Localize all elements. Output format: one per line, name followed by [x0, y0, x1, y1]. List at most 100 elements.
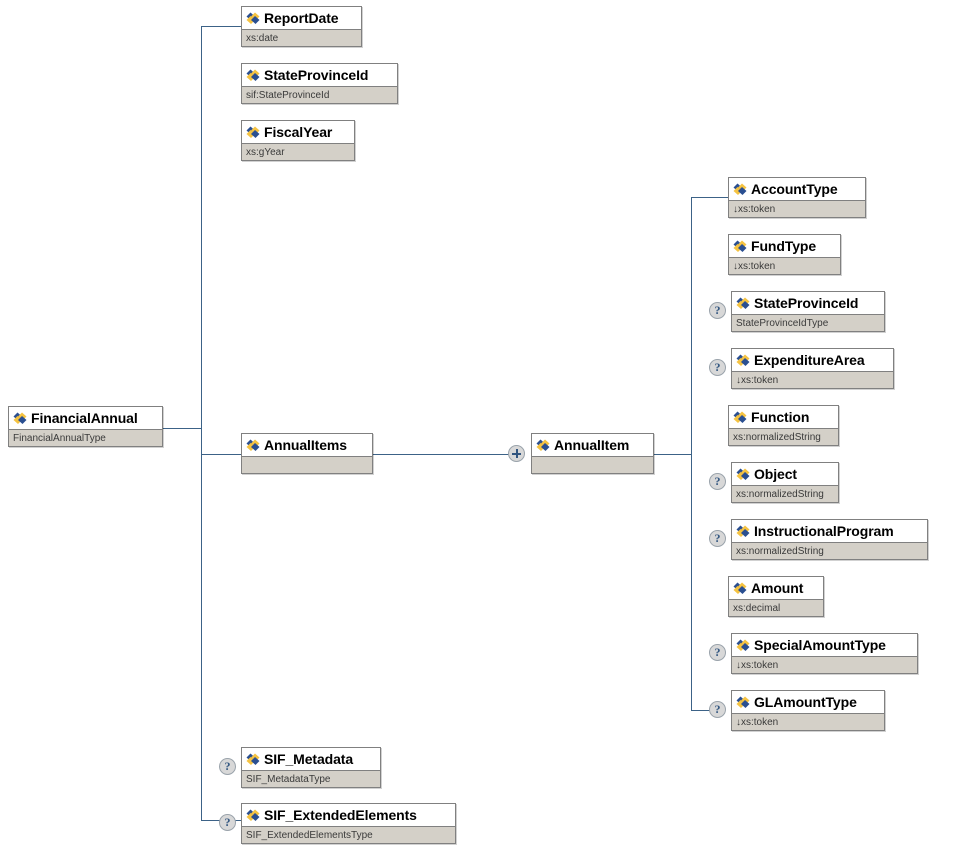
node-label: Function [751, 409, 810, 425]
node-label: SpecialAmountType [754, 637, 886, 653]
connector-trunk1-mid [201, 454, 241, 455]
node-type-label: xs:token [738, 261, 776, 272]
node-type-row [242, 456, 372, 473]
xsd-element-icon [246, 12, 260, 24]
node-type-row: ↓xs:token [732, 371, 893, 388]
schema-node-accounttype[interactable]: AccountType ↓xs:token [728, 177, 866, 218]
schema-node-expenditurearea[interactable]: ExpenditureArea ↓xs:token [731, 348, 894, 389]
optional-badge-icon: ? [709, 302, 726, 319]
node-type-row: ↓xs:token [732, 656, 917, 673]
derived-type-arrow-icon: ↓ [736, 660, 741, 671]
xsd-element-icon [536, 439, 550, 451]
node-type-row: xs:normalizedString [732, 542, 927, 559]
node-label: ReportDate [264, 10, 339, 26]
xsd-element-icon [736, 639, 750, 651]
node-name-row: GLAmountType [732, 691, 884, 713]
node-name-row: AnnualItem [532, 434, 653, 456]
connector-annualitem-out [654, 454, 691, 455]
connector-trunk3-top [691, 197, 728, 198]
node-type-label: sif:StateProvinceId [246, 90, 330, 101]
node-type-row: ↓xs:token [729, 257, 840, 274]
node-name-row: SIF_Metadata [242, 748, 380, 770]
optional-badge-icon: ? [709, 644, 726, 661]
derived-type-arrow-icon: ↓ [736, 375, 741, 386]
node-type-row [532, 456, 653, 473]
node-label: StateProvinceId [754, 295, 859, 311]
optional-badge-icon: ? [709, 530, 726, 547]
node-type-label: FinancialAnnualType [13, 433, 106, 444]
node-label: AnnualItem [554, 437, 630, 453]
xsd-element-icon [246, 753, 260, 765]
connector-trunk3 [691, 197, 692, 710]
optional-badge-icon: ? [709, 701, 726, 718]
node-type-row: xs:normalizedString [729, 428, 838, 445]
xsd-element-icon [736, 525, 750, 537]
schema-node-annualitem[interactable]: AnnualItem [531, 433, 654, 474]
node-type-label: xs:token [741, 717, 779, 728]
node-type-label: xs:normalizedString [736, 489, 824, 500]
xsd-element-icon [733, 183, 747, 195]
expander-plus-icon[interactable] [508, 445, 525, 462]
node-type-label: xs:token [738, 204, 776, 215]
schema-node-glamounttype[interactable]: GLAmountType↓xs:token [731, 690, 885, 731]
node-type-row: sif:StateProvinceId [242, 86, 397, 103]
node-name-row: ExpenditureArea [732, 349, 893, 371]
node-name-row: StateProvinceId [732, 292, 884, 314]
node-name-row: ReportDate [242, 7, 361, 29]
xsd-element-icon [736, 696, 750, 708]
node-name-row: AccountType [729, 178, 865, 200]
schema-node-annualitems[interactable]: AnnualItems [241, 433, 373, 474]
node-name-row: StateProvinceId [242, 64, 397, 86]
node-label: AnnualItems [264, 437, 347, 453]
node-label: FiscalYear [264, 124, 333, 140]
schema-node-fiscalyear[interactable]: FiscalYear xs:gYear [241, 120, 355, 161]
schema-node-instructionalprogram[interactable]: InstructionalProgram xs:normalizedString [731, 519, 928, 560]
node-type-row: xs:gYear [242, 143, 354, 160]
node-name-row: FiscalYear [242, 121, 354, 143]
node-type-label: StateProvinceIdType [736, 318, 829, 329]
node-label: StateProvinceId [264, 67, 369, 83]
node-label: SIF_ExtendedElements [264, 807, 417, 823]
node-label: InstructionalProgram [754, 523, 894, 539]
optional-badge-icon: ? [709, 473, 726, 490]
connector-trunk1 [201, 26, 202, 820]
node-name-row: Amount [729, 577, 823, 599]
node-label: AccountType [751, 181, 838, 197]
node-label: SIF_Metadata [264, 751, 354, 767]
schema-node-function[interactable]: Function xs:normalizedString [728, 405, 839, 446]
node-type-row: xs:date [242, 29, 361, 46]
node-type-row: ↓xs:token [732, 713, 884, 730]
node-type-label: xs:decimal [733, 603, 781, 614]
optional-badge-icon: ? [219, 814, 236, 831]
xsd-element-icon [13, 412, 27, 424]
node-label: FinancialAnnual [31, 410, 138, 426]
connector-trunk1-top [201, 26, 241, 27]
derived-type-arrow-icon: ↓ [733, 261, 738, 272]
node-type-row: StateProvinceIdType [732, 314, 884, 331]
node-type-row: FinancialAnnualType [9, 429, 162, 446]
node-label: Amount [751, 580, 804, 596]
node-name-row: FinancialAnnual [9, 407, 162, 429]
schema-node-fundtype[interactable]: FundType↓xs:token [728, 234, 841, 275]
schema-node-stateprovinceid[interactable]: StateProvinceId sif:StateProvinceId [241, 63, 398, 104]
schema-node-reportdate[interactable]: ReportDate xs:date [241, 6, 362, 47]
xsd-element-icon [736, 297, 750, 309]
node-type-label: xs:token [741, 660, 779, 671]
node-name-row: Function [729, 406, 838, 428]
schema-node-specialamounttype[interactable]: SpecialAmountType ↓xs:token [731, 633, 918, 674]
xsd-element-icon [733, 411, 747, 423]
node-type-row: xs:normalizedString [732, 485, 838, 502]
xsd-element-icon [733, 240, 747, 252]
node-type-row: ↓xs:token [729, 200, 865, 217]
schema-node-amount[interactable]: Amount xs:decimal [728, 576, 824, 617]
node-name-row: SpecialAmountType [732, 634, 917, 656]
node-label: ExpenditureArea [754, 352, 865, 368]
xsd-element-icon [246, 69, 260, 81]
xsd-element-icon [246, 439, 260, 451]
